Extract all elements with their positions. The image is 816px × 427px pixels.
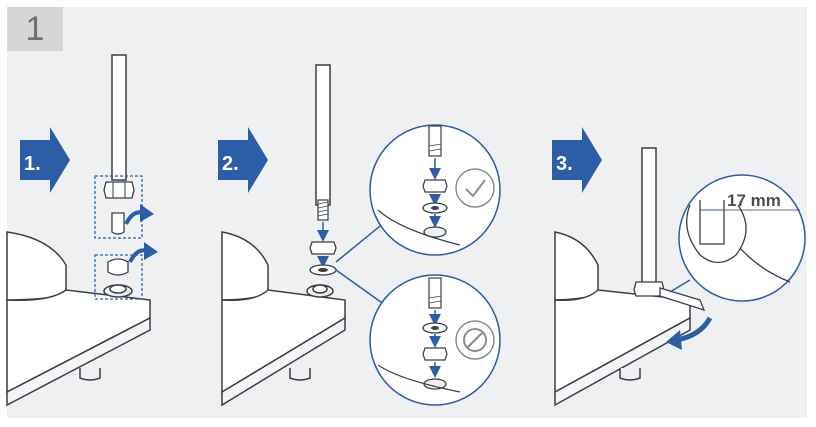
turntable-body-3 xyxy=(554,231,691,407)
rod-3 xyxy=(633,147,665,297)
detail-circle-correct xyxy=(369,124,501,256)
substep-arrow-1: 1. xyxy=(20,127,70,193)
substep-arrow-3: 3. xyxy=(552,127,602,193)
substep-label-3: 3. xyxy=(556,153,573,175)
prohibited-circle-icon xyxy=(455,320,495,360)
substep-label-2: 2. xyxy=(222,153,239,175)
dashed-box-top xyxy=(94,175,154,239)
panel-3: 3. 17 mm xyxy=(552,127,806,407)
wrench xyxy=(659,287,706,312)
turntable-body-1 xyxy=(6,231,151,407)
rod-2 xyxy=(309,64,337,276)
rod-1 xyxy=(111,54,127,181)
step-number-badge: 1 xyxy=(7,7,63,51)
wrench-size-label: 17 mm xyxy=(727,191,781,210)
substep-arrow-2: 2. xyxy=(218,127,268,193)
check-circle-icon xyxy=(455,168,495,208)
dashed-box-bottom xyxy=(94,242,158,300)
panel-1: 1. xyxy=(6,54,158,407)
detail-circle-wrench: 17 mm xyxy=(669,174,806,302)
detail-circle-incorrect xyxy=(369,274,501,406)
substep-label-1: 1. xyxy=(24,153,41,175)
panel-2: 2. xyxy=(218,64,501,407)
turntable-body-2 xyxy=(221,231,346,407)
